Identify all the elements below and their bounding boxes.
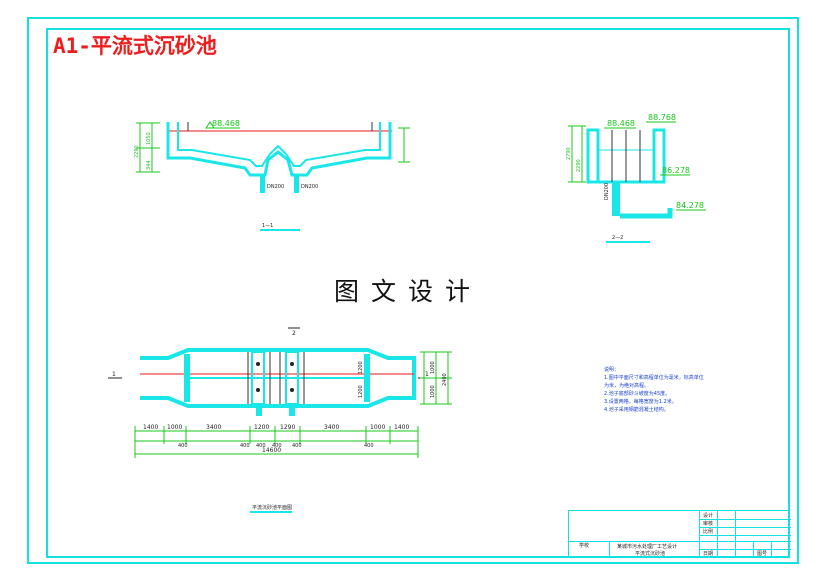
section-b-dim-1: 2790	[566, 147, 572, 160]
tb-cell-2: 审核	[703, 521, 714, 527]
plan-dim-mid-6: 400	[364, 443, 374, 449]
plan-dim-2: 1000	[167, 424, 182, 431]
section-a-pipe-2: DN200	[301, 184, 318, 190]
section-b-pipe: DN200	[604, 183, 610, 200]
plan-dim-6: 3400	[324, 424, 339, 431]
outer-frame	[27, 17, 799, 564]
tb-cell-4: 图号	[757, 551, 768, 557]
notes-line-2: 为米，为绝对高程。	[604, 383, 650, 389]
notes-line-1: 1.图中平面尺寸和高程单位为毫米，标高单位	[604, 375, 704, 381]
design-notes: 说明： 1.图中平面尺寸和高程单位为毫米，标高单位 为米，为绝对高程。 2.池子…	[604, 366, 754, 414]
section-b-dim-2: 2290	[576, 159, 582, 172]
section-b-level-2: 88.768	[648, 113, 676, 122]
title-block: 学校 某城市污水处理厂工艺设计 平流式沉砂池 设计 审核 比例 图号 日期	[568, 510, 791, 558]
notes-heading: 说明：	[604, 367, 620, 373]
tb-cell-3: 比例	[703, 529, 714, 535]
section-b: 2790 2290 88.468 88.768 86.278 84.278 DN…	[566, 113, 706, 243]
tb-cell-5: 日期	[703, 551, 714, 557]
section-a-level: 88.468	[212, 119, 240, 128]
section-a: 88.468 1050 2290 344 DN200 DN200 1—1	[134, 119, 410, 231]
section-a-caption: 1—1	[262, 223, 273, 229]
plan-section-mark-left: 1	[112, 371, 116, 378]
section-b-caption: 2—2	[612, 235, 623, 241]
notes-line-3: 2.池子底部砂斗坡度为45度。	[604, 391, 671, 397]
plan-dim-right-2: 1200	[358, 385, 364, 398]
section-b-level-4: 84.278	[676, 201, 704, 210]
section-a-dim-1: 1050	[146, 132, 152, 145]
plan-dim-8: 1400	[394, 424, 409, 431]
notes-line-5: 4.池子采用钢筋混凝土结构。	[604, 407, 669, 413]
plan-dim-mid-1: 400	[178, 443, 188, 449]
plan-section-mark-right: 1	[425, 371, 429, 378]
plan-dim-right-5: 2400	[442, 373, 448, 386]
inner-frame	[46, 28, 790, 558]
drawing-title: A1-平流式沉砂池	[53, 34, 217, 58]
notes-line-4: 3.设置两格，每格宽度为1.2米。	[604, 399, 677, 405]
plan-dim-3: 3400	[206, 424, 221, 431]
plan-dim-right-1: 1200	[358, 361, 364, 374]
tb-drawing-name: 平流式沉砂池	[635, 551, 666, 557]
plan-dim-4: 1200	[254, 424, 269, 431]
plan-dim-7: 1000	[370, 424, 385, 431]
plan-dim-mid-2: 400	[240, 443, 250, 449]
tb-cell-1: 设计	[703, 513, 714, 519]
plan-dim-right-3: 1000	[430, 361, 436, 374]
tb-school: 学校	[579, 543, 590, 549]
plan-dim-5: 1290	[280, 424, 295, 431]
section-a-dim-3: 344	[146, 160, 152, 170]
section-b-level-3: 86.278	[662, 166, 690, 175]
watermark: 图文设计	[334, 277, 483, 306]
section-b-level-1: 88.468	[607, 119, 635, 128]
plan-dim-right-4: 1000	[430, 385, 436, 398]
plan-dim-mid-3: 400	[256, 443, 266, 449]
plan-section-mark-top: 2	[292, 330, 296, 337]
plan-caption: 平流沉砂池平面图	[252, 504, 292, 511]
plan-dim-mid-5: 400	[292, 443, 302, 449]
plan-dim-mid-4: 400	[272, 443, 282, 449]
section-a-pipe-1: DN200	[267, 184, 284, 190]
plan-total: 14600	[262, 447, 281, 454]
plan-view: 1 1 2 1400	[108, 327, 452, 513]
plan-dim-1: 1400	[143, 424, 158, 431]
section-a-dim-2: 2290	[134, 145, 140, 158]
tb-project: 某城市污水处理厂工艺设计	[617, 544, 678, 550]
